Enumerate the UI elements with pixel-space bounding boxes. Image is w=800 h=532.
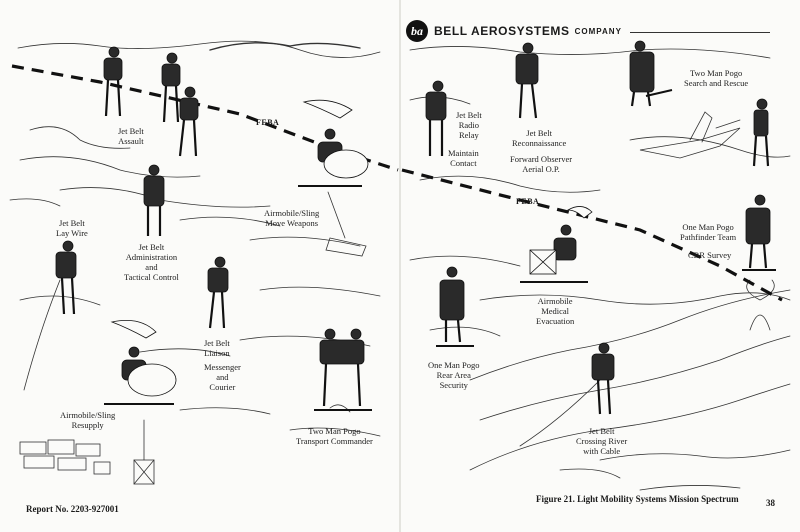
- bell-logo-icon: ba: [406, 20, 428, 42]
- label-cbr-survey: CBR Survey: [688, 250, 732, 260]
- header-rule: [630, 32, 770, 33]
- company-name: BELL AEROSYSTEMS: [434, 24, 570, 38]
- feba-label-right: FEBA: [516, 197, 540, 206]
- page-gutter: [399, 0, 401, 532]
- page-number: 38: [766, 498, 775, 508]
- feba-label-left: FEBA: [256, 118, 280, 127]
- company-header: ba BELL AEROSYSTEMS COMPANY: [406, 20, 622, 42]
- figure-caption: Figure 21. Light Mobility Systems Missio…: [536, 494, 739, 504]
- report-number: Report No. 2203-927001: [26, 504, 119, 514]
- company-suffix: COMPANY: [574, 26, 622, 36]
